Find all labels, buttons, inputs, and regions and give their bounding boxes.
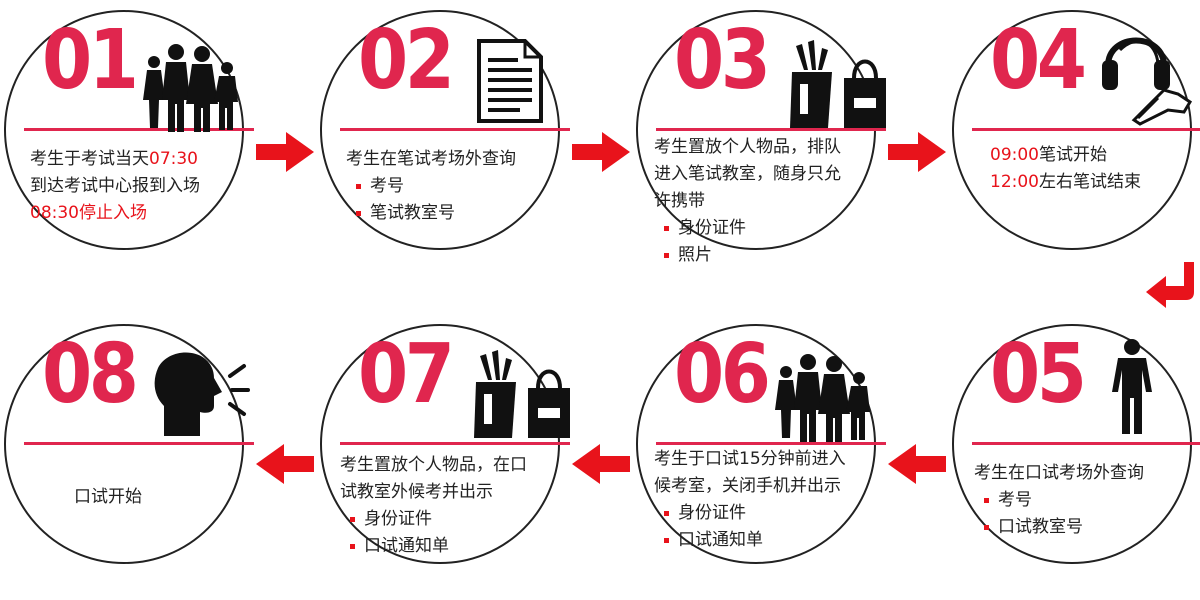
step-line: 许携带 — [654, 188, 866, 215]
person-icon — [1112, 338, 1152, 440]
step-bullet: 身份证件 — [654, 215, 866, 242]
step-bullet: 考号 — [974, 487, 1182, 514]
bags-icon — [786, 38, 890, 134]
step-number: 01 — [42, 13, 139, 108]
step-number: 04 — [990, 13, 1087, 108]
step-line: 考生于口试15分钟前进入 — [654, 446, 866, 473]
step-line: 到达考试中心报到入场 — [30, 173, 234, 200]
step-line: 考生在口试考场外查询 — [974, 460, 1182, 487]
step-01: 01 考生于考试当天07:30 到达考试中心报到入场 08:30停止入场 — [4, 10, 254, 250]
step-divider — [972, 128, 1200, 131]
document-icon — [476, 38, 544, 128]
step-text: 考生于口试15分钟前进入候考室，关闭手机并出示身份证件口试通知单 — [654, 446, 866, 554]
arrow-right-icon — [888, 132, 946, 172]
step-bullet: 口试教室号 — [974, 514, 1182, 541]
step-text-segment: 考生在口试考场外查询 — [974, 463, 1144, 483]
step-text-segment: 08:30停止入场 — [30, 203, 147, 223]
step-text-segment: 考生置放个人物品，排队 — [654, 137, 841, 157]
step-number: 03 — [674, 13, 771, 108]
arrow-right-icon — [256, 132, 314, 172]
step-line: 候考室，关闭手机并出示 — [654, 473, 866, 500]
step-divider — [972, 442, 1200, 445]
step-text-segment: 考生置放个人物品，在口 — [340, 455, 527, 475]
step-bullet: 身份证件 — [340, 506, 550, 533]
step-line: 考生于考试当天07:30 — [30, 146, 234, 173]
step-text-segment: 考生于考试当天 — [30, 149, 149, 169]
step-number: 08 — [42, 327, 139, 422]
step-line: 试教室外候考并出示 — [340, 479, 550, 506]
step-line: 考生置放个人物品，排队 — [654, 134, 866, 161]
step-text: 考生在笔试考场外查询考号笔试教室号 — [346, 146, 550, 227]
arrow-right-icon — [572, 132, 630, 172]
step-text-segment: 进入笔试教室，随身只允 — [654, 164, 841, 184]
family-icon — [774, 352, 884, 446]
arrow-turn-down-left-icon — [1146, 262, 1194, 308]
step-text-segment: 候考室，关闭手机并出示 — [654, 476, 841, 496]
step-text: 考生于考试当天07:30 到达考试中心报到入场 08:30停止入场 — [30, 146, 234, 227]
step-line: 08:30停止入场 — [30, 200, 234, 227]
step-bullet: 身份证件 — [654, 500, 866, 527]
step-bullet: 考号 — [346, 173, 550, 200]
step-05: 05 考生在口试考场外查询考号口试教室号 — [952, 324, 1200, 564]
arrow-left-icon — [256, 444, 314, 484]
step-text-segment: 到达考试中心报到入场 — [30, 176, 200, 196]
step-divider — [340, 128, 570, 131]
step-text: 考生置放个人物品，在口试教室外候考并出示身份证件口试通知单 — [340, 452, 550, 560]
step-number: 02 — [358, 13, 455, 108]
step-text-segment: 09:00 — [990, 145, 1039, 165]
step-line: 口试开始 — [74, 484, 234, 511]
step-text-segment: 笔试开始 — [1039, 145, 1107, 165]
step-text-segment: 试教室外候考并出示 — [340, 482, 493, 502]
step-bullet: 口试通知单 — [340, 533, 550, 560]
step-divider — [24, 128, 254, 131]
step-07: 07 考生置放个人物品，在口试教室外候考并出示身份证件口试通知单 — [320, 324, 570, 564]
step-text-segment: 考生在笔试考场外查询 — [346, 149, 516, 169]
headphones-writing-icon — [1094, 16, 1194, 130]
step-text-segment: 左右笔试结束 — [1039, 172, 1141, 192]
step-divider — [340, 442, 570, 445]
step-text: 口试开始 — [74, 484, 234, 511]
step-divider — [656, 128, 886, 131]
arrow-left-icon — [572, 444, 630, 484]
step-line: 进入笔试教室，随身只允 — [654, 161, 866, 188]
step-line: 09:00笔试开始 — [990, 142, 1182, 169]
family-icon — [142, 42, 252, 136]
step-line: 考生置放个人物品，在口 — [340, 452, 550, 479]
step-06: 06 考生于口试15分钟前进入候考室，关闭手机并出示身份证件口试通知单 — [636, 324, 886, 564]
step-08: 08 口试开始 — [4, 324, 254, 564]
step-bullet: 照片 — [654, 242, 866, 269]
step-divider — [656, 442, 886, 445]
step-line: 12:00左右笔试结束 — [990, 169, 1182, 196]
step-bullet: 笔试教室号 — [346, 200, 550, 227]
bags-icon — [470, 348, 574, 444]
step-02: 02 考生在笔试考场外查询考号笔试教室号 — [320, 10, 570, 250]
step-text: 考生置放个人物品，排队进入笔试教室，随身只允许携带身份证件照片 — [654, 134, 866, 269]
step-text-segment: 考生于口试15分钟前进入 — [654, 449, 846, 469]
step-text: 考生在口试考场外查询考号口试教室号 — [974, 460, 1182, 541]
arrow-left-icon — [888, 444, 946, 484]
step-line: 考生在笔试考场外查询 — [346, 146, 550, 173]
step-bullet: 口试通知单 — [654, 527, 866, 554]
step-number: 07 — [358, 327, 455, 422]
step-divider — [24, 442, 254, 445]
step-text-segment: 12:00 — [990, 172, 1039, 192]
step-text-segment: 07:30 — [149, 149, 198, 169]
step-03: 03 考生置放个人物品，排队进入笔试教室，随身只允许携带身份证件照片 — [636, 10, 886, 265]
step-text-segment: 许携带 — [654, 191, 705, 211]
step-number: 05 — [990, 327, 1087, 422]
step-number: 06 — [674, 327, 771, 422]
step-text-segment: 口试开始 — [74, 487, 142, 507]
speaking-head-icon — [150, 348, 250, 442]
